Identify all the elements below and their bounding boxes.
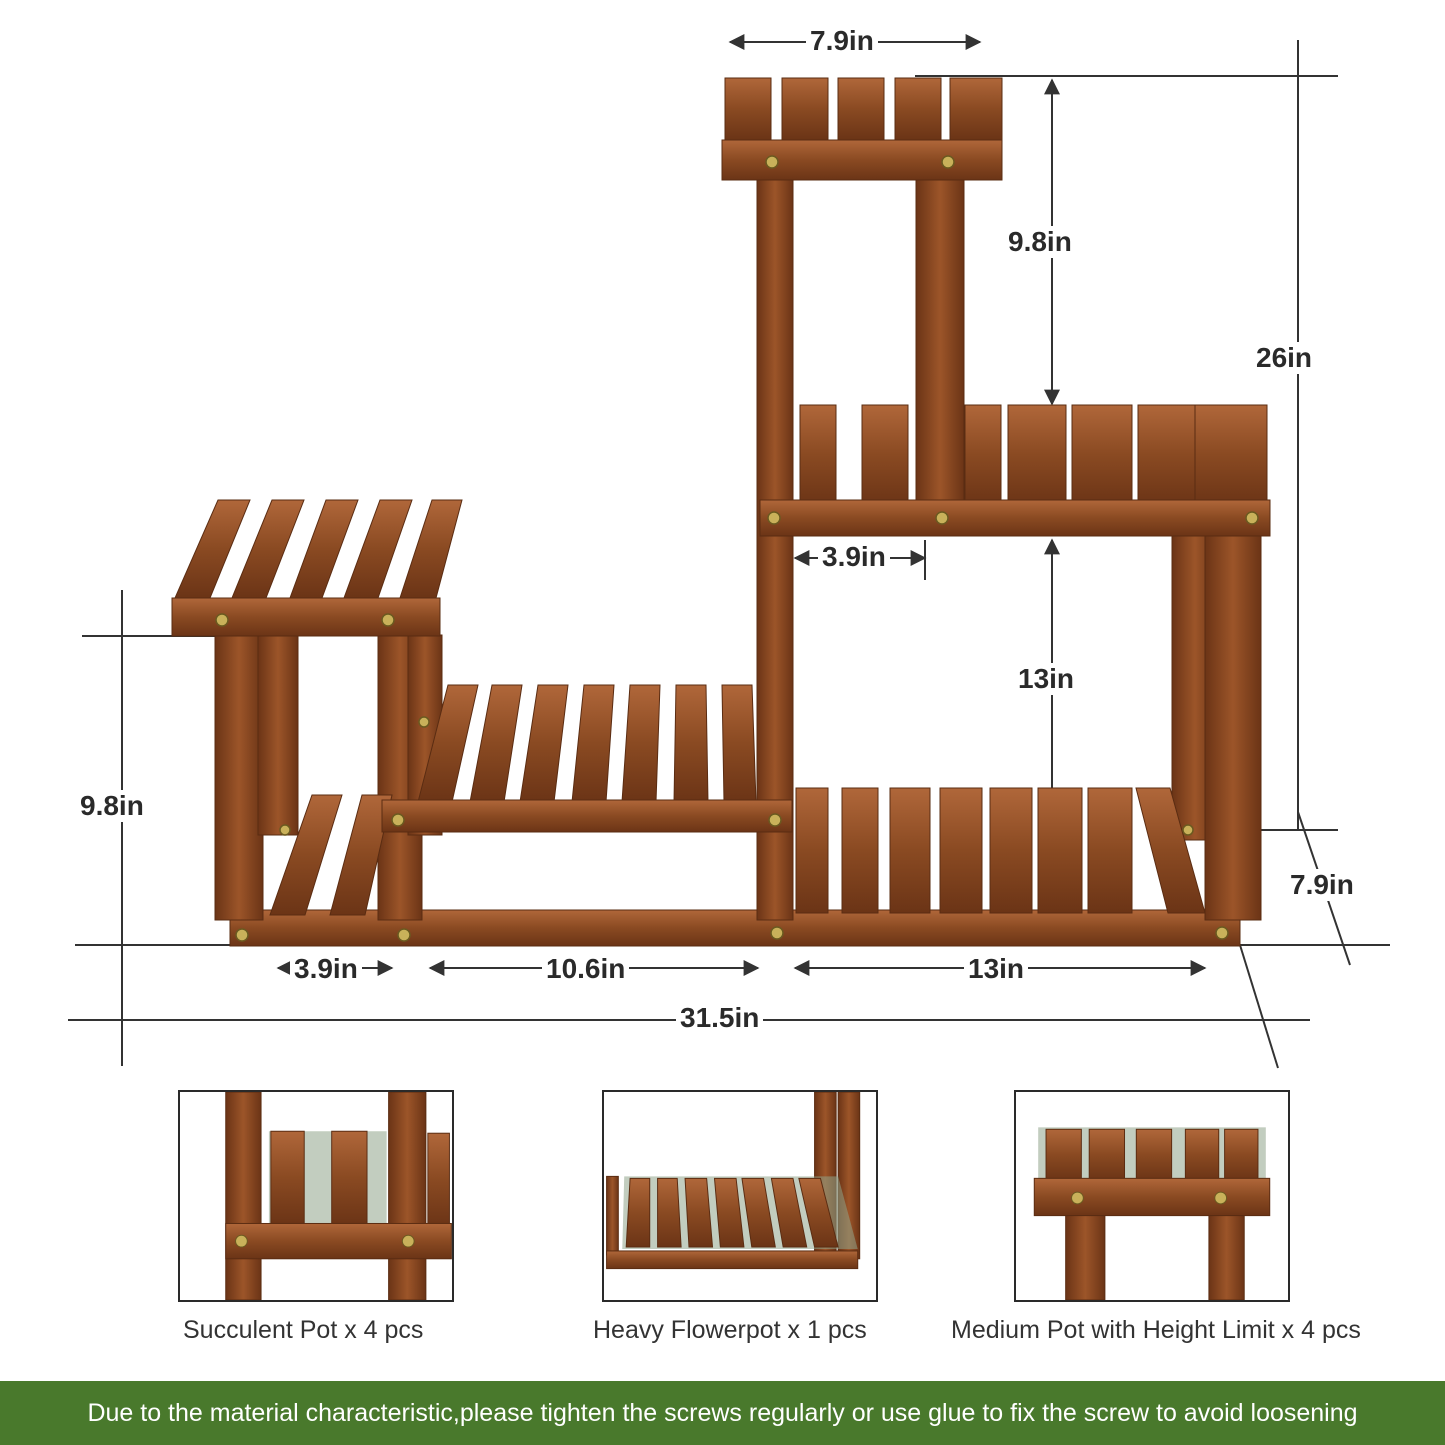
notice-text: Due to the material characteristic,pleas… [87, 1398, 1358, 1427]
caption-heavy-flowerpot: Heavy Flowerpot x 1 pcs [593, 1316, 867, 1344]
dim-left-width: 3.9in [290, 953, 362, 985]
dim-total-width: 31.5in [676, 1002, 764, 1034]
thumbnail-succulent-pot [178, 1090, 454, 1302]
plant-stand-illustration [68, 34, 1390, 1069]
dim-top-tier-height: 9.8in [1004, 226, 1076, 258]
dim-middle-tier-height: 13in [1014, 663, 1079, 695]
dim-left-height: 9.8in [76, 790, 148, 822]
dim-depth: 7.9in [1286, 869, 1358, 901]
plant-stand [171, 77, 1271, 947]
succulent-tier-detail-image [225, 1092, 452, 1300]
medium-tier-detail-image [1033, 1127, 1271, 1300]
dim-middle-width: 10.6in [542, 953, 630, 985]
dim-total-height: 26in [1252, 342, 1317, 374]
notice-bar: Due to the material characteristic,pleas… [0, 1381, 1445, 1445]
thumbnail-heavy-flowerpot [602, 1090, 878, 1302]
heavy-tier-detail-image [606, 1092, 861, 1270]
dim-right-width: 13in [964, 953, 1029, 985]
dim-top-width: 7.9in [806, 25, 878, 57]
thumbnail-medium-pot [1014, 1090, 1290, 1302]
caption-succulent-pot: Succulent Pot x 4 pcs [183, 1316, 424, 1344]
caption-medium-pot: Medium Pot with Height Limit x 4 pcs [951, 1316, 1361, 1344]
dim-tier-gap-width: 3.9in [818, 541, 890, 573]
